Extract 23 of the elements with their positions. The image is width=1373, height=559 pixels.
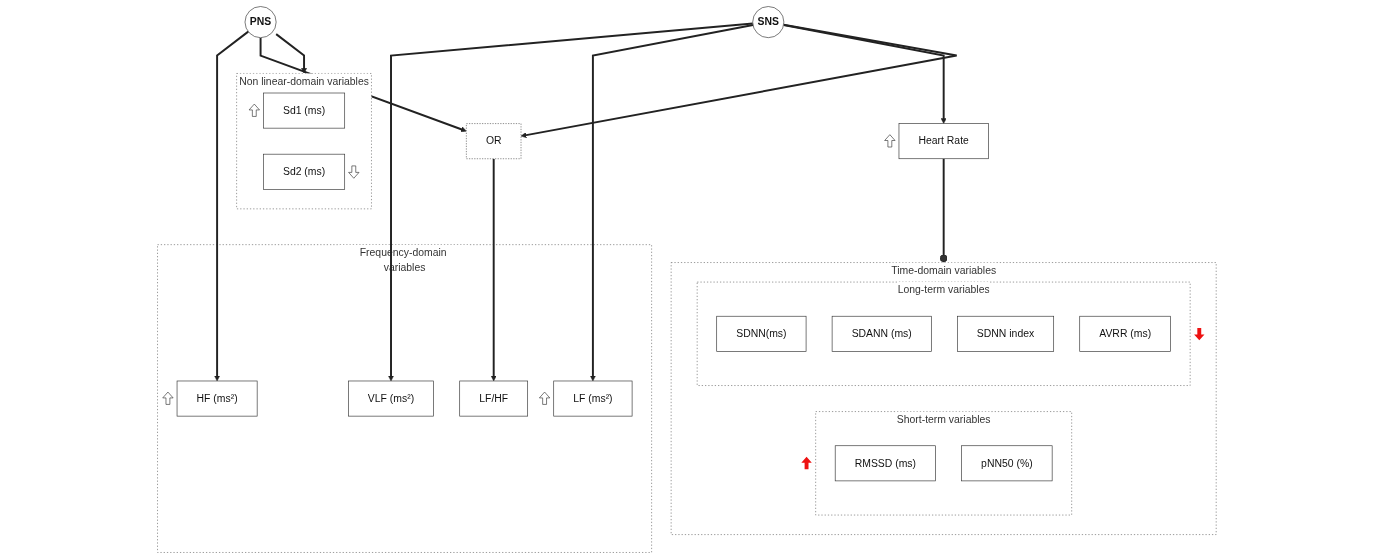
- arrow: [213, 30, 249, 382]
- node-box: AVRR (ms): [1079, 315, 1171, 352]
- node-box: RMSSD (ms): [834, 445, 936, 482]
- node-box: Heart Rate: [898, 123, 989, 160]
- arrow: [520, 23, 958, 138]
- arrow: [387, 22, 754, 382]
- node-box: HF (ms²): [176, 380, 258, 417]
- connector: [939, 157, 948, 264]
- node-box: VLF (ms²): [347, 380, 434, 417]
- node-box: Sd2 (ms): [262, 153, 345, 190]
- arrow: [490, 157, 497, 382]
- node-circle: PNS: [244, 6, 277, 38]
- node-box: SDNN(ms): [716, 315, 807, 352]
- arrow: [589, 24, 754, 382]
- arrow: [274, 33, 307, 74]
- node-box: LF/HF: [459, 380, 528, 417]
- node-box: pNN50 (%): [960, 445, 1053, 482]
- node-box: Sd1 (ms): [262, 92, 345, 129]
- node-box: SDANN (ms): [831, 315, 932, 352]
- node-box: LF (ms²): [553, 380, 633, 417]
- node-box: OR: [465, 123, 521, 160]
- node-circle: SNS: [752, 6, 784, 38]
- node-box: SDNN index: [956, 315, 1054, 352]
